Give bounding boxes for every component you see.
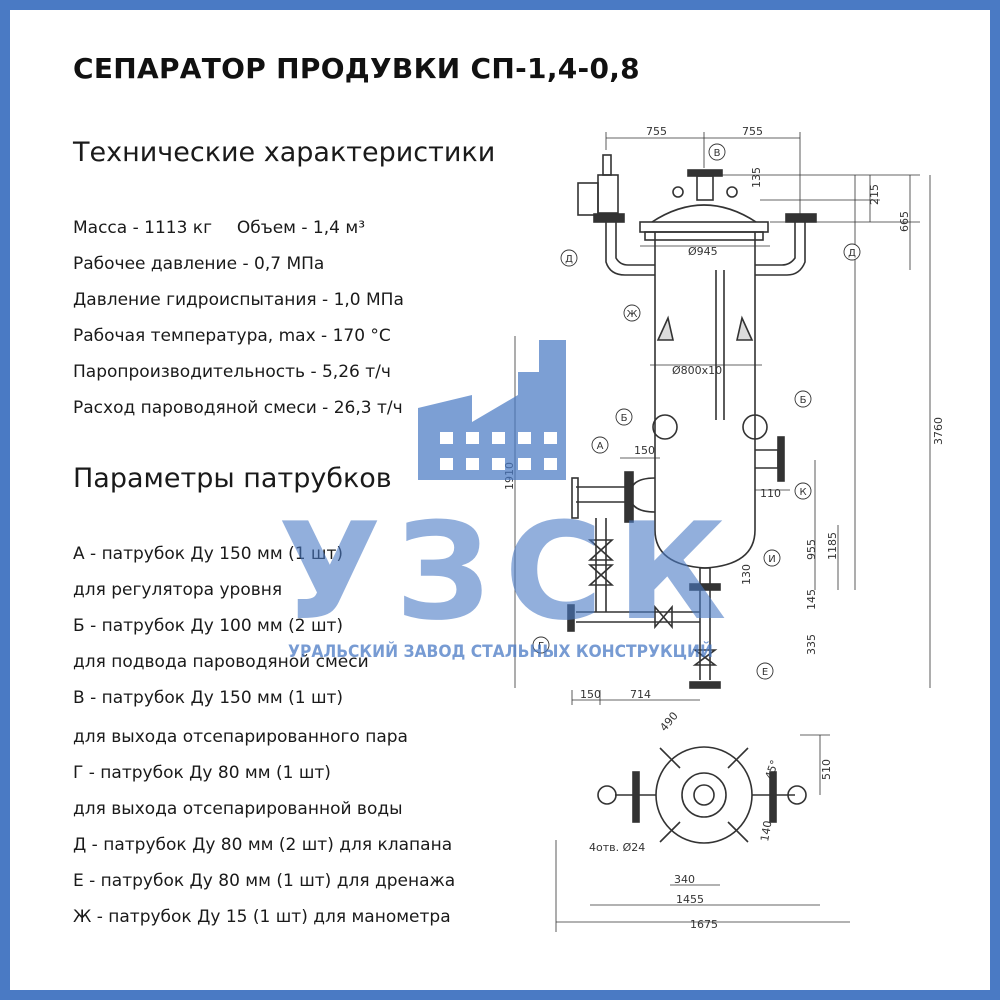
nozzles-heading: Параметры патрубков bbox=[73, 463, 392, 494]
dim-714: 714 bbox=[630, 688, 651, 701]
watermark-subtitle: УРАЛЬСКИЙ ЗАВОД СТАЛЬНЫХ КОНСТРУКЦИЙ bbox=[288, 640, 713, 662]
callout-i: И bbox=[768, 554, 775, 565]
dim-335: 335 bbox=[805, 634, 818, 655]
callout-k: К bbox=[799, 487, 806, 498]
page-sheet bbox=[10, 10, 990, 990]
dim-755-right: 755 bbox=[742, 125, 763, 138]
mass-volume-line: Масса - 1113 кг Объем - 1,4 м³ bbox=[73, 218, 365, 238]
dim-800: Ø800x10 bbox=[672, 364, 722, 377]
callout-a: А bbox=[597, 441, 604, 452]
nozzle-item: Б - патрубок Ду 100 мм (2 шт) bbox=[73, 616, 344, 636]
callout-zh: Ж bbox=[627, 309, 638, 320]
dim-3760: 3760 bbox=[932, 417, 945, 445]
dim-135: 135 bbox=[750, 167, 763, 188]
dim-130: 130 bbox=[740, 564, 753, 585]
callout-v: В bbox=[714, 148, 721, 159]
nozzle-item: для регулятора уровня bbox=[73, 580, 283, 600]
page-title: СЕПАРАТОР ПРОДУВКИ СП-1,4-0,8 bbox=[73, 52, 640, 85]
callout-b-left: Б bbox=[621, 413, 628, 424]
dim-665: 665 bbox=[898, 211, 911, 232]
spec-item: Рабочее давление - 0,7 МПа bbox=[73, 254, 325, 274]
dim-340: 340 bbox=[674, 873, 695, 886]
dim-holes: 4отв. Ø24 bbox=[589, 841, 645, 854]
dim-945: Ø945 bbox=[688, 245, 718, 258]
dim-510: 510 bbox=[820, 759, 833, 780]
spec-item: Паропроизводительность - 5,26 т/ч bbox=[73, 362, 391, 382]
watermark-letters: УЗСК bbox=[278, 494, 740, 650]
dim-1185: 1185 bbox=[826, 532, 839, 560]
specs-heading: Технические характеристики bbox=[73, 137, 496, 168]
callout-d-left: Д bbox=[565, 254, 573, 265]
callout-b-right: Б bbox=[800, 395, 807, 406]
dim-45: 45° bbox=[763, 758, 782, 781]
nozzle-item: Е - патрубок Ду 80 мм (1 шт) для дренажа bbox=[73, 871, 456, 891]
dim-110: 110 bbox=[760, 487, 781, 500]
nozzle-item: В - патрубок Ду 150 мм (1 шт) bbox=[73, 688, 344, 708]
callout-g: Г bbox=[538, 641, 544, 652]
vessel-top-dome bbox=[651, 204, 757, 223]
mass-value: Масса - 1113 кг bbox=[73, 218, 213, 238]
nozzle-item: для выхода отсепарированной воды bbox=[73, 799, 403, 819]
dim-1675: 1675 bbox=[690, 918, 718, 931]
nozzle-item: для подвода пароводяной смеси bbox=[73, 652, 369, 672]
dim-755-left: 755 bbox=[646, 125, 667, 138]
dim-955: 955 bbox=[805, 539, 818, 560]
dim-215: 215 bbox=[868, 184, 881, 205]
volume-value: Объем - 1,4 м³ bbox=[236, 218, 366, 238]
factory-logo-icon bbox=[418, 340, 566, 480]
callout-d-right: Д bbox=[848, 248, 856, 259]
nozzle-item: А - патрубок Ду 150 мм (1 шт) bbox=[73, 544, 344, 564]
nozzle-item: Ж - патрубок Ду 15 (1 шт) для манометра bbox=[73, 907, 451, 927]
dim-150: 150 bbox=[634, 444, 655, 457]
dim-140: 140 bbox=[758, 820, 774, 843]
nozzle-item: Г - патрубок Ду 80 мм (1 шт) bbox=[73, 763, 331, 783]
nozzle-item: для выхода отсепарированного пара bbox=[73, 727, 408, 747]
spec-item: Давление гидроиспытания - 1,0 МПа bbox=[73, 290, 404, 310]
nozzle-item: Д - патрубок Ду 80 мм (2 шт) для клапана bbox=[73, 835, 453, 855]
dim-150-bottom: 150 bbox=[580, 688, 601, 701]
spec-item: Рабочая температура, max - 170 °С bbox=[73, 326, 391, 346]
dim-145: 145 bbox=[805, 589, 818, 610]
callout-e: Е bbox=[762, 667, 768, 678]
dim-1455: 1455 bbox=[676, 893, 704, 906]
spec-item: Расход пароводяной смеси - 26,3 т/ч bbox=[73, 398, 403, 418]
